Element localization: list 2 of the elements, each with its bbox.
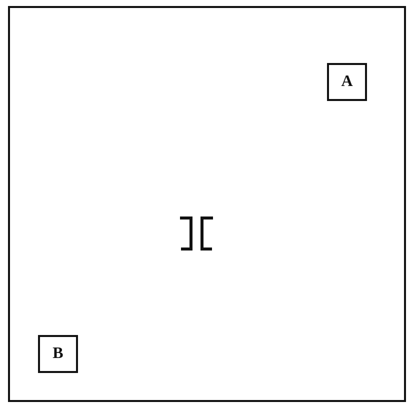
label-box: B bbox=[38, 335, 78, 373]
label-box: A bbox=[327, 63, 367, 101]
